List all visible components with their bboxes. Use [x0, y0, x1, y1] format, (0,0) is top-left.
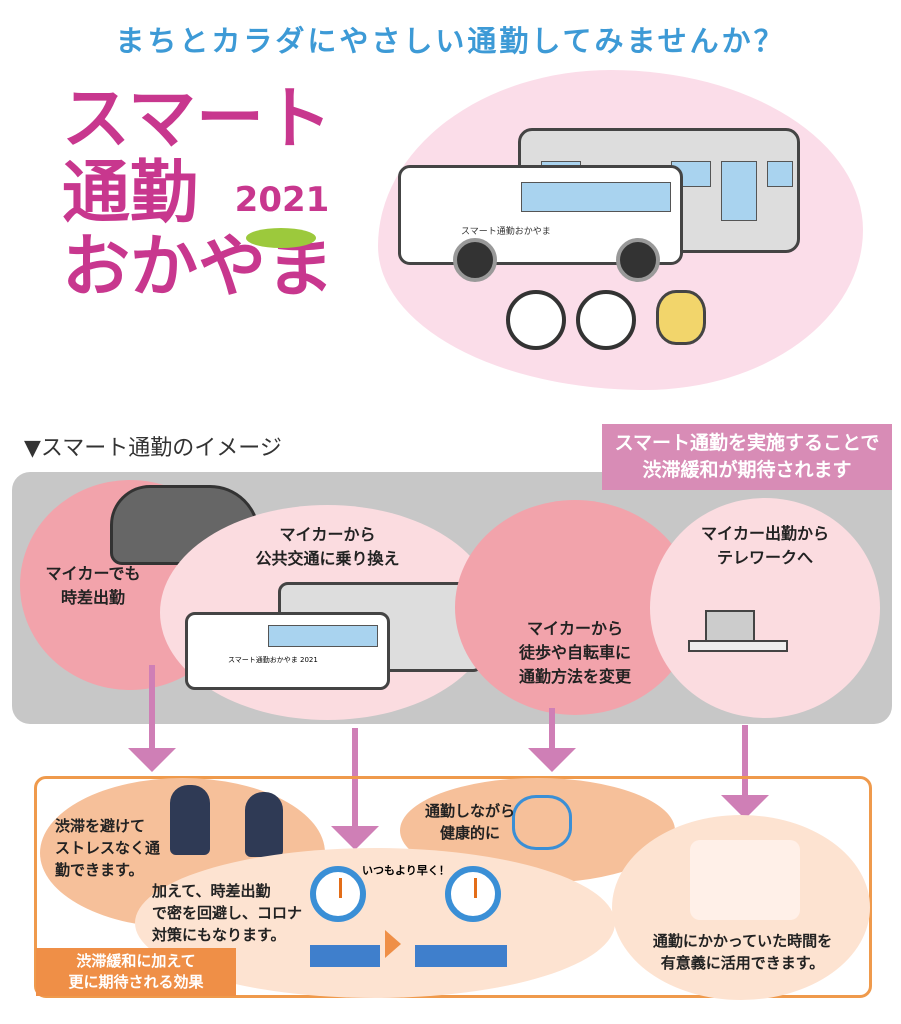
- effect-text: ストレスなく通: [55, 839, 161, 857]
- commuters-illustration: [170, 785, 210, 855]
- bus-sign: スマート通勤おかやま 2021: [228, 656, 318, 664]
- callout-line: スマート通勤を実施することで: [614, 432, 880, 454]
- option-text: 通勤方法を変更: [518, 666, 631, 686]
- effect-stress-text: 渋滞を避けてストレスなく通勤できます。: [55, 815, 160, 881]
- option-text: マイカー出勤から: [700, 524, 829, 543]
- option-text: 徒歩や自転車に: [518, 642, 631, 662]
- arrow-4: [742, 725, 748, 797]
- effect-health-text: 通勤しながら健康的に: [425, 800, 515, 844]
- option-text: 時差出勤: [60, 588, 125, 607]
- peach-leaf-icon: [246, 228, 316, 248]
- option-text: 公共交通に乗り換え: [255, 549, 400, 568]
- arrow-head-1: [128, 748, 176, 772]
- tagline: まちとカラダにやさしい通勤してみませんか？: [115, 24, 786, 58]
- arrow-head-3: [528, 748, 576, 772]
- effect-text: で密を回避し、コロナ: [152, 904, 303, 922]
- effect-text: 渋滞を避けて: [55, 817, 146, 835]
- laptop-illustration: [705, 610, 755, 642]
- arrow-1: [149, 665, 155, 750]
- effect-text: 勤できます。: [55, 861, 144, 879]
- effect-text: 有意義に活用できます。: [660, 954, 825, 972]
- effect-text: 通勤にかかっていた時間を: [652, 932, 833, 950]
- logo-line-2: 通勤: [62, 154, 199, 233]
- spaced-seat-illustration: [415, 945, 507, 967]
- arrow-3: [549, 708, 555, 750]
- bus-sign: スマート通勤おかやま: [461, 227, 551, 237]
- option-text: マイカーでも: [45, 564, 141, 583]
- effects-label: 渋滞緩和に加えて更に期待される効果: [36, 948, 236, 996]
- arrow-right-icon: [385, 930, 401, 958]
- crowded-seat-illustration: [310, 945, 380, 967]
- effect-text: 加えて、時差出勤: [152, 882, 271, 900]
- logo-line-1: スマート: [62, 80, 332, 159]
- option-text: マイカーから: [526, 618, 623, 638]
- callout-label: スマート通勤を実施することで渋滞緩和が期待されます: [602, 424, 892, 490]
- earlier-label: いつもより早く！: [362, 864, 450, 877]
- cyclist-illustration: [512, 795, 572, 850]
- effects-label-line: 更に期待される効果: [68, 973, 204, 991]
- logo-year: 2021: [234, 180, 330, 220]
- family-illustration: [690, 840, 800, 920]
- effect-staggered-text: 加えて、時差出勤で密を回避し、コロナ対策にもなります。: [152, 880, 302, 946]
- bus-illustration: スマート通勤おかやま: [398, 165, 683, 282]
- option-text: マイカーから: [279, 525, 376, 544]
- bus-illustration: スマート通勤おかやま 2021: [185, 612, 390, 690]
- clock-icon: [445, 866, 501, 922]
- clock-icon: [310, 866, 366, 922]
- option-text: テレワークへ: [716, 548, 813, 567]
- callout-line: 渋滞緩和が期待されます: [642, 459, 852, 481]
- effect-text: 健康的に: [440, 824, 501, 842]
- arrow-head-2: [331, 826, 379, 850]
- effect-time-text: 通勤にかかっていた時間を有意義に活用できます。: [640, 930, 845, 974]
- logo-year-badge: 2021: [232, 180, 332, 248]
- dog-character-illustration: [656, 290, 706, 345]
- bicycle-illustration: [506, 280, 636, 350]
- effect-text: 通勤しながら: [425, 802, 516, 820]
- effect-text: 対策にもなります。: [152, 926, 286, 944]
- vehicles-cloud-illustration: スマート通勤おかやま: [378, 70, 863, 390]
- section-title: ▼スマート通勤のイメージ: [24, 436, 282, 461]
- option-staggered-car-text: マイカーでも時差出勤: [38, 562, 148, 610]
- expected-effects-box: [34, 776, 872, 998]
- option-telework: マイカー出勤からテレワークへ: [650, 498, 880, 718]
- effects-label-line: 渋滞緩和に加えて: [76, 952, 196, 970]
- commuters-illustration: [245, 792, 283, 857]
